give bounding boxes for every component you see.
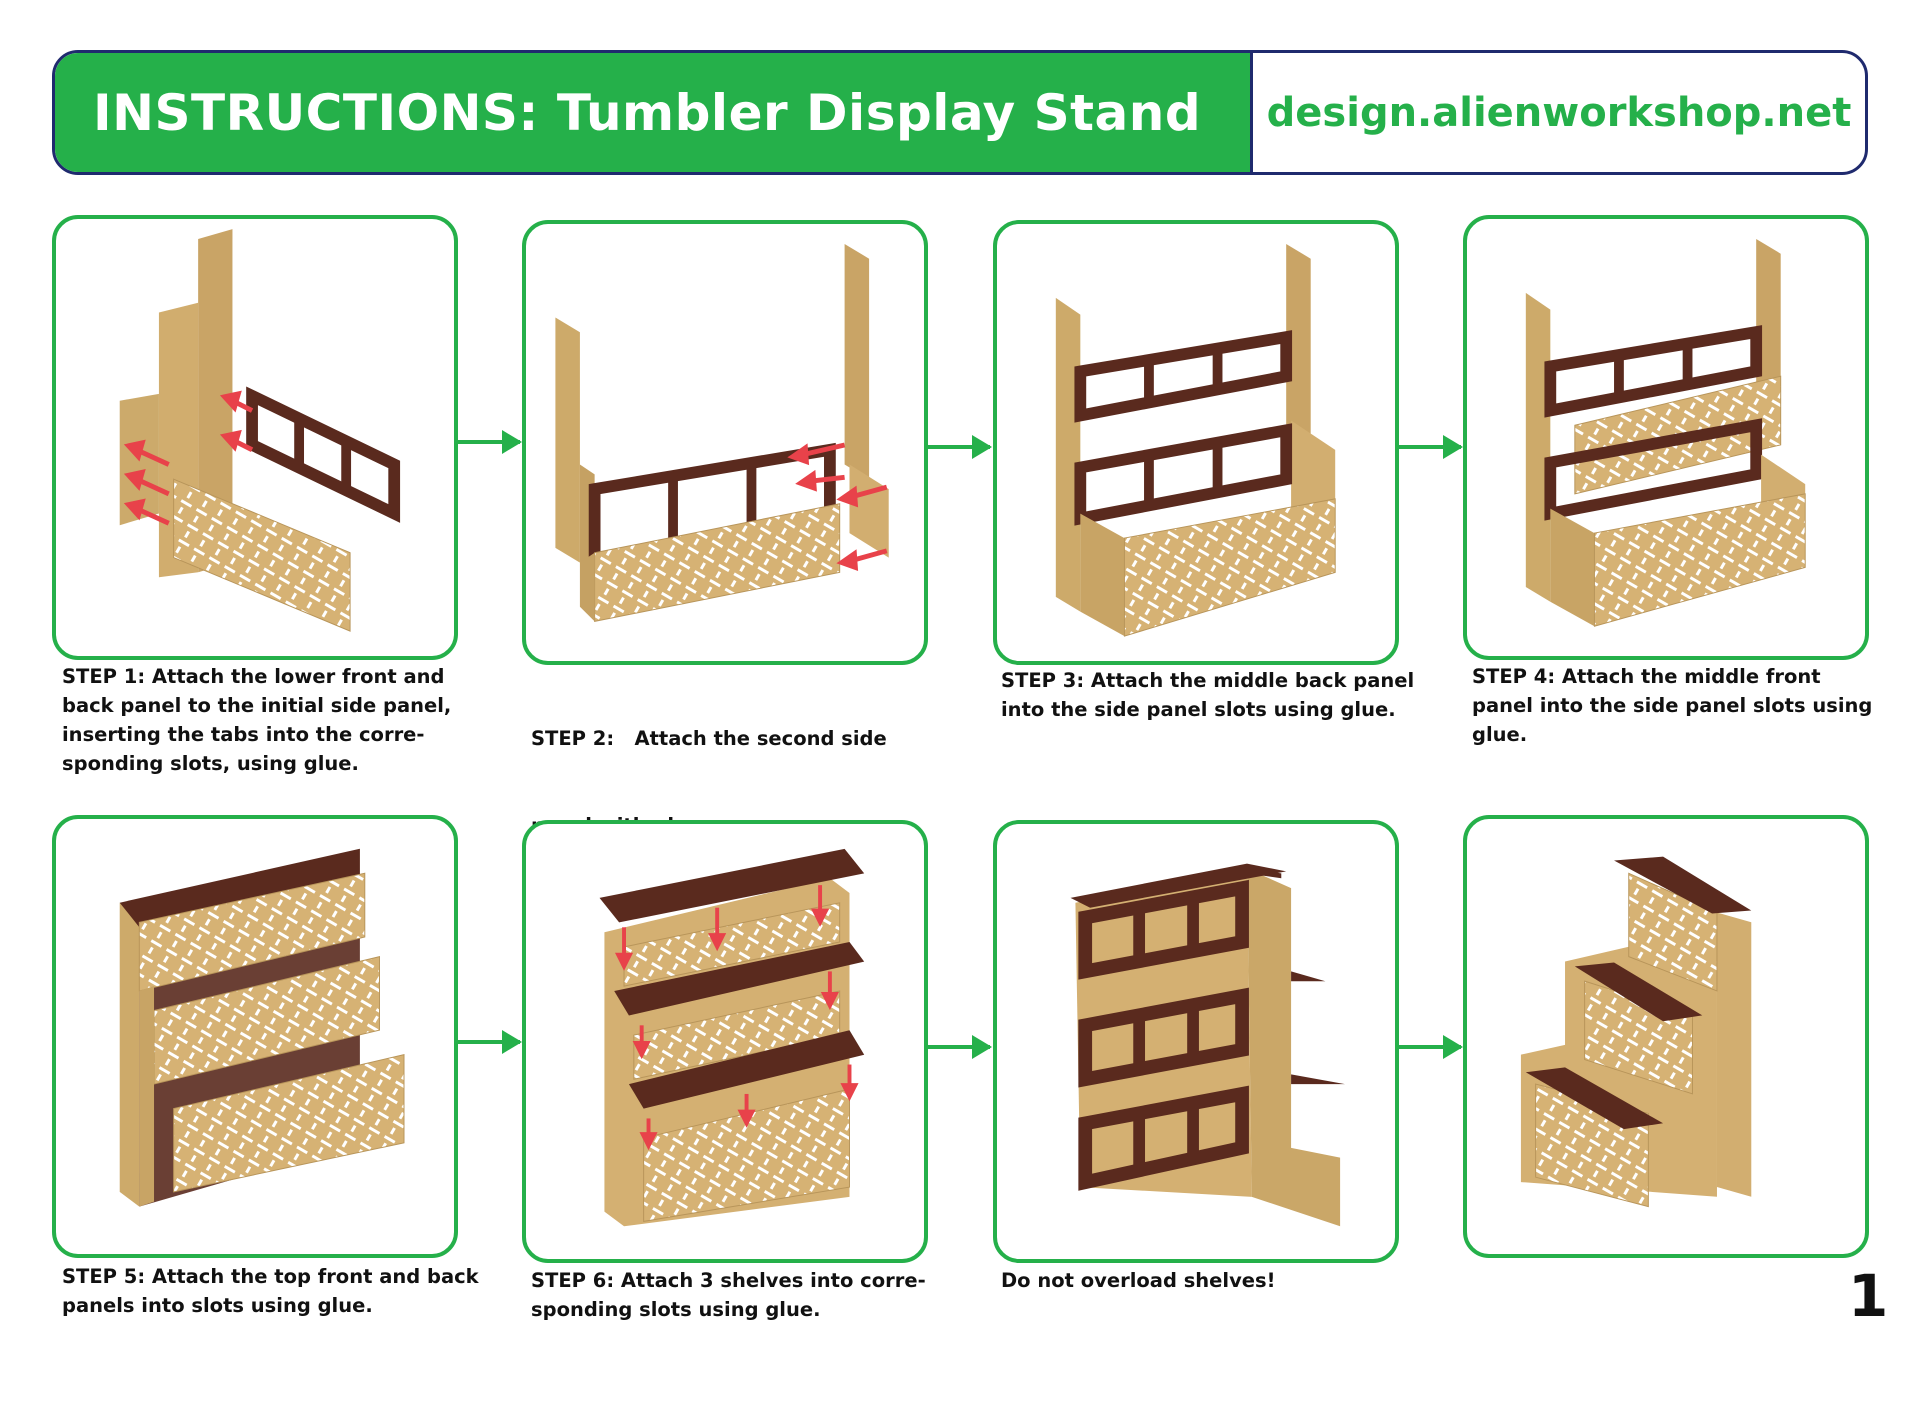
next-step-arrow-icon xyxy=(1399,435,1463,459)
caption-line: sponding slots using glue. xyxy=(531,1298,821,1321)
caption-line: Do not overload shelves! xyxy=(1001,1269,1276,1292)
middle-front-panel-icon xyxy=(1525,238,1806,627)
caption-line: inserting the tabs into the corre- xyxy=(62,723,425,746)
next-step-arrow-icon xyxy=(928,1035,992,1059)
attach-shelves-icon xyxy=(599,848,865,1227)
step-1-caption: STEP 1: Attach the lower front and back … xyxy=(62,662,462,778)
caption-line: panel into the side panel slots using xyxy=(1472,694,1873,717)
header-title-block: INSTRUCTIONS: Tumbler Display Stand xyxy=(55,53,1253,172)
step-5-caption: STEP 5: Attach the top front and back pa… xyxy=(62,1262,502,1320)
step-6-illustration xyxy=(522,820,928,1263)
exploded-side-front-back-panels-icon xyxy=(119,229,401,632)
step-7-illustration xyxy=(993,820,1399,1263)
middle-back-panel-icon xyxy=(1055,243,1336,637)
caption-line: sponding slots, using glue. xyxy=(62,752,359,775)
header-url-block: design.alienworkshop.net xyxy=(1253,53,1865,172)
caption-line: STEP 4: Attach the middle front xyxy=(1472,665,1821,688)
step-4-caption: STEP 4: Attach the middle front panel in… xyxy=(1472,662,1892,749)
caption-line: into the side panel slots using glue. xyxy=(1001,698,1396,721)
caption-line: STEP 5: Attach the top front and back xyxy=(62,1265,479,1288)
caption-line: back panel to the initial side panel, xyxy=(62,694,452,717)
caption-line: panels into slots using glue. xyxy=(62,1294,373,1317)
side-panel-attach-icon xyxy=(555,243,889,623)
finished-stand-icon xyxy=(1520,856,1752,1208)
top-front-back-panels-icon xyxy=(119,848,405,1207)
next-step-arrow-icon xyxy=(458,430,522,454)
next-step-arrow-icon xyxy=(1399,1035,1463,1059)
next-step-arrow-icon xyxy=(458,1030,522,1054)
step-6-caption: STEP 6: Attach 3 shelves into corre- spo… xyxy=(531,1266,951,1324)
page-title: INSTRUCTIONS: Tumbler Display Stand xyxy=(93,83,1202,142)
website-url[interactable]: design.alienworkshop.net xyxy=(1266,89,1852,136)
final-assembly-illustration xyxy=(1463,815,1869,1258)
warning-caption: Do not overload shelves! xyxy=(1001,1266,1401,1295)
caption-line: STEP 2: Attach the second side xyxy=(531,727,887,750)
step-3-caption: STEP 3: Attach the middle back panel int… xyxy=(1001,666,1421,724)
step-1-illustration xyxy=(52,215,458,660)
caption-line: STEP 6: Attach 3 shelves into corre- xyxy=(531,1269,926,1292)
header-banner: INSTRUCTIONS: Tumbler Display Stand desi… xyxy=(52,50,1868,175)
step-2-illustration xyxy=(522,220,928,665)
caption-line: glue. xyxy=(1472,723,1528,746)
step-5-illustration xyxy=(52,815,458,1258)
caption-line: STEP 3: Attach the middle back panel xyxy=(1001,669,1415,692)
rear-view-assembled-icon xyxy=(1070,863,1346,1227)
step-3-illustration xyxy=(993,220,1399,665)
caption-line: STEP 1: Attach the lower front and xyxy=(62,665,445,688)
next-step-arrow-icon xyxy=(928,435,992,459)
step-4-illustration xyxy=(1463,215,1869,660)
page-number: 1 xyxy=(1848,1262,1889,1330)
